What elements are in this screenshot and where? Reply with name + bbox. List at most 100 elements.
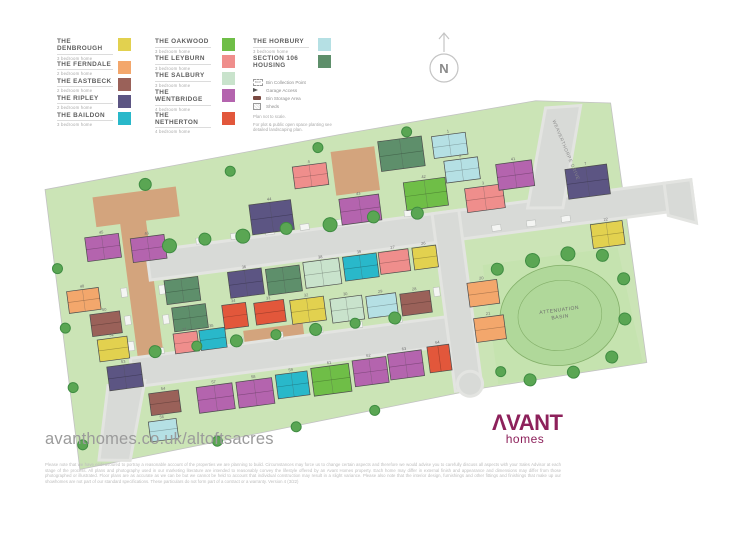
plot-number: 62 bbox=[366, 352, 372, 358]
legend-item-name: THE NETHERTON bbox=[155, 111, 199, 126]
house-plot-48: 48 bbox=[66, 283, 102, 314]
house-plot-36: 36 bbox=[227, 264, 265, 299]
plot-number: 34 bbox=[231, 298, 237, 304]
house-plot bbox=[377, 135, 426, 172]
legend-swatch-oak bbox=[222, 38, 235, 51]
legend-swatch-hob bbox=[318, 38, 331, 51]
plot-number: 21 bbox=[485, 310, 491, 316]
plot-number: 22 bbox=[603, 216, 609, 222]
house-plot-42: 42 bbox=[402, 174, 449, 211]
plot-number: 48 bbox=[79, 283, 85, 289]
legend-item-sub: 3 bedroom home bbox=[155, 48, 191, 54]
plot-number: 39 bbox=[356, 249, 362, 255]
house-plot-51: 51 bbox=[96, 332, 131, 363]
plot-number: 46 bbox=[144, 230, 150, 236]
legend-swatch-den bbox=[118, 38, 131, 51]
legend-divider bbox=[57, 86, 113, 87]
website-url[interactable]: avanthomes.co.uk/altoftsacres bbox=[45, 430, 274, 448]
plot-number: 45 bbox=[99, 229, 105, 235]
plot-number: 35 bbox=[209, 323, 215, 329]
plot-number: 61 bbox=[327, 360, 333, 366]
plot-number: 1 bbox=[446, 128, 450, 133]
legend-item-sub: 3 bedroom home bbox=[155, 65, 191, 71]
plot-number: 7 bbox=[584, 161, 588, 166]
legend-item-sub: 3 bedroom home bbox=[155, 82, 191, 88]
house-plot bbox=[264, 264, 303, 296]
legend-swatch-s106 bbox=[318, 55, 331, 68]
plot-number: 50 bbox=[102, 306, 108, 312]
legend-item-bai: THE BAILDON 3 bedroom home bbox=[57, 111, 131, 129]
legend-item-ley: THE LEYBURN 3 bedroom home bbox=[155, 55, 235, 72]
legend-item-name: THE BAILDON bbox=[57, 111, 106, 119]
legend-item-name: THE OAKWOOD bbox=[155, 38, 209, 45]
legend-item-name: THE LEYBURN bbox=[155, 55, 205, 62]
legend-divider bbox=[253, 46, 309, 48]
legend-divider bbox=[57, 103, 113, 104]
legend-swatch-fer bbox=[118, 60, 131, 74]
house-plot-7: 7 bbox=[564, 161, 611, 200]
legend-item-sub: 2 bedroom home bbox=[57, 71, 93, 76]
legend-item-oak: THE OAKWOOD 3 bedroom home bbox=[155, 38, 235, 55]
legend-divider bbox=[57, 120, 113, 121]
legend-item-sub: 3 bedroom home bbox=[57, 122, 93, 127]
plot-number: 57 bbox=[211, 379, 217, 385]
note-label: Sheds bbox=[266, 103, 280, 109]
legend-item-name: THE WENTBRIDGE bbox=[155, 89, 203, 103]
house-plot-4: 4 bbox=[291, 159, 330, 190]
house-plot-61: 61 bbox=[310, 360, 353, 397]
legend-item-s106: SECTION 106 HOUSING bbox=[253, 55, 331, 72]
legend-item-name: THE SALBURY bbox=[155, 72, 205, 79]
basin-label-line1: ATTENUATION bbox=[539, 305, 579, 316]
legend-item-name: THE DENBROUGH bbox=[57, 38, 103, 52]
house-plot-28: 28 bbox=[399, 286, 433, 317]
logo-brand-text: ΛVANT bbox=[492, 410, 563, 435]
house-plot-63: 63 bbox=[387, 346, 425, 381]
legend-swatch-ley bbox=[222, 55, 235, 68]
plot-number: 27 bbox=[390, 244, 396, 250]
house-plot-38: 38 bbox=[302, 254, 343, 289]
legend-swatch-net bbox=[222, 111, 235, 125]
plot-number: 28 bbox=[412, 286, 418, 292]
legend-swatch-eas bbox=[118, 77, 131, 91]
plot-number: 3 bbox=[481, 180, 485, 185]
legend-divider bbox=[57, 69, 113, 70]
plot-number: 59 bbox=[288, 367, 294, 373]
legend-item-sub: 4 bedroom home bbox=[155, 129, 191, 134]
legend-swatch-rip bbox=[118, 94, 131, 108]
plot-number: 4 bbox=[307, 159, 311, 164]
house-plot-57: 57 bbox=[195, 379, 236, 414]
house-plot-27: 27 bbox=[377, 244, 412, 275]
attenuation-basin-inner bbox=[517, 279, 603, 351]
legend-divider bbox=[155, 127, 211, 128]
legend-item-sub: 2 bedroom home bbox=[57, 105, 93, 110]
legend-divider bbox=[155, 46, 211, 48]
house-plot-39: 39 bbox=[342, 249, 380, 282]
legend-divider bbox=[57, 53, 113, 55]
legend-item-sub: 4 bedroom home bbox=[155, 106, 191, 112]
house-plot-53: 53 bbox=[106, 358, 144, 392]
bin-storage-icon bbox=[253, 96, 263, 100]
house-plot-1: 1 bbox=[431, 128, 469, 159]
note-bin-storage: Bin Storage Area bbox=[253, 94, 337, 102]
house-plot-20: 20 bbox=[466, 275, 501, 308]
plot-number: 51 bbox=[109, 332, 115, 338]
house-plot-62: 62 bbox=[351, 352, 390, 388]
legend-item-sub: 2 bedroom home bbox=[57, 88, 93, 93]
house-plot-3: 3 bbox=[464, 180, 506, 213]
bin-collection-icon: BCP bbox=[253, 78, 263, 86]
plot-number: 20 bbox=[479, 275, 485, 281]
legend-item-net: THE NETHERTON 4 bedroom home bbox=[155, 111, 235, 134]
house-plot bbox=[171, 303, 209, 333]
house-plot-54: 54 bbox=[148, 385, 182, 416]
note-garage-access: Garage Access bbox=[253, 86, 337, 94]
house-plot-41: 41 bbox=[495, 156, 536, 191]
trees bbox=[51, 126, 632, 451]
legend-item-sal: THE SALBURY 3 bedroom home bbox=[155, 72, 235, 89]
legend-item-name: SECTION 106 HOUSING bbox=[253, 55, 299, 69]
house-plot-32: 32 bbox=[289, 292, 327, 325]
house-plot-50: 50 bbox=[89, 306, 123, 337]
